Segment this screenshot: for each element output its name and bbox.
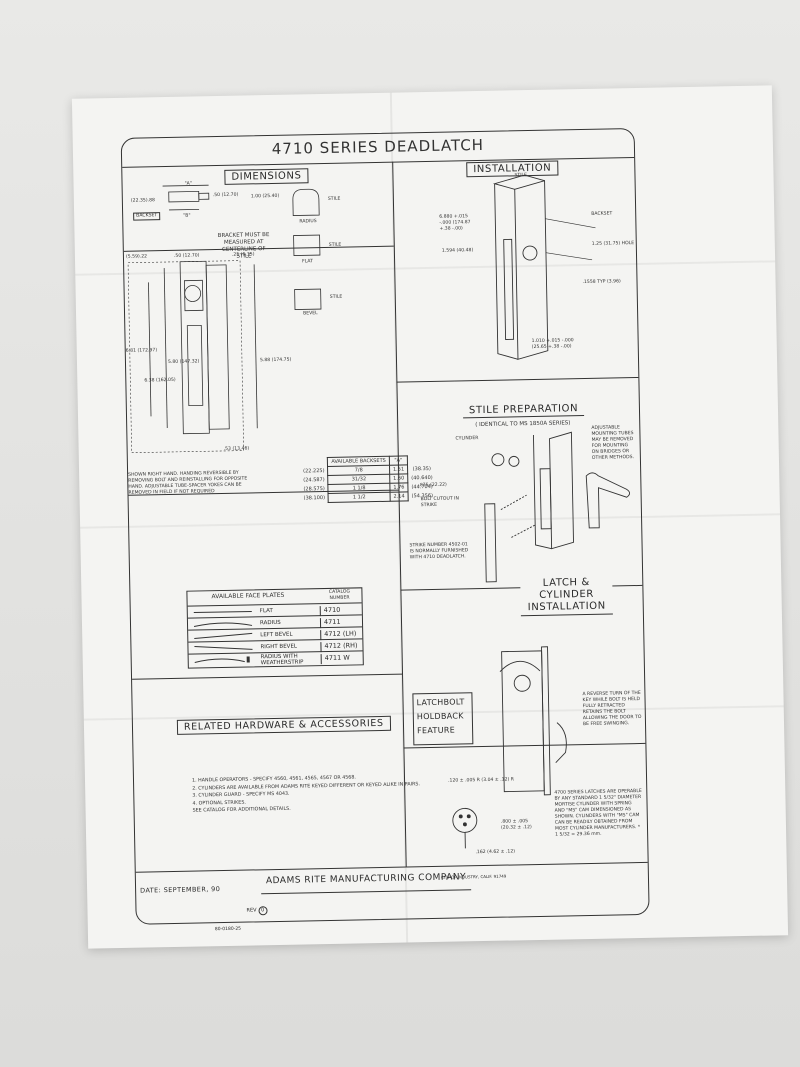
face-plates-header: AVAILABLE FACE PLATES <box>211 591 285 601</box>
catalog-header: CATALOG NUMBER <box>328 589 351 601</box>
document-date: DATE: SEPTEMBER, 90 <box>140 885 221 895</box>
installation-dim-height: 6.880 +.015 -.000 (174.87 +.38 -.00) <box>439 214 471 232</box>
backset-label: BACKSET <box>133 212 161 221</box>
section-label-latch-cylinder: LATCH & CYLINDER INSTALLATION <box>520 575 613 617</box>
adjustable-tubes-note: ADJUSTABLE MOUNTING TUBES MAY BE REMOVED… <box>591 425 635 461</box>
dim-bottom: .53 (13.46) <box>223 446 250 452</box>
faceplate-radius-shape <box>193 622 253 628</box>
divider <box>261 889 472 895</box>
dim-top-mid: .50 (12.70) <box>212 192 239 199</box>
latchbolt-drawing <box>499 646 567 796</box>
cylinder-dim-3: .162 (4.62 ± .12) <box>475 849 516 856</box>
stile-label: STILE <box>327 196 341 202</box>
dim-height-3: 6.38 (162.05) <box>144 377 176 384</box>
table-row: RADIUS 4711 <box>187 614 363 631</box>
installation-backset: BACKSET <box>591 211 613 217</box>
table-row: RIGHT BEVEL 4712 (RH) <box>188 638 363 655</box>
dim-row2-c: .25 (6.35) <box>231 252 255 258</box>
dim-row2-a: (5.59).22 <box>125 254 148 260</box>
document-sheet: 4710 SERIES DEADLATCH DIMENSIONS INSTALL… <box>71 85 789 949</box>
bevel-label: BEVEL <box>303 311 318 317</box>
cylinder-dim-1: .120 ± .005 R (3.04 ± .12) R <box>448 777 515 784</box>
stile-prep-drawing <box>484 431 631 583</box>
faceplate-right-bevel-shape <box>194 646 253 650</box>
bolt-cutout-label: BOLT CUTOUT IN STRIKE <box>420 496 460 509</box>
faceplate-flat-shape <box>193 610 252 614</box>
cylinder-note-text: 4700 SERIES LATCHES ARE OPERABLE BY ANY … <box>554 788 642 838</box>
face-plates-table: AVAILABLE FACE PLATES CATALOG NUMBER FLA… <box>186 587 364 669</box>
installation-dim-width: 1.010 +.015 -.000 (25.65 +.38 -.00) <box>531 338 574 351</box>
faceplate-left-bevel-shape <box>194 632 253 640</box>
drawing-frame: 4710 SERIES DEADLATCH DIMENSIONS INSTALL… <box>120 128 650 932</box>
latchbolt-holdback-box: LATCHBOLT HOLDBACK FEATURE <box>412 692 474 746</box>
stile-prep-dim: .875 (22.22) <box>418 482 447 489</box>
installation-dim-hole: 1.594 (40.48) <box>441 248 474 254</box>
table-row: FLAT 4710 <box>187 602 362 619</box>
installation-dim-hole-dia: 1.25 (31.75) HOLE <box>591 241 635 247</box>
strike-note: STRIKE NUMBER 4502-01 IS NORMALLY FURNIS… <box>409 542 469 561</box>
cylinder-cam-drawing <box>452 807 478 849</box>
dim-label-a: "A" <box>184 181 192 187</box>
cylinder-label: CYLINDER <box>455 436 479 442</box>
dim-top-right: 1.00 (25.40) <box>250 193 280 200</box>
stile-label: STILE <box>329 294 343 300</box>
dim-height-4: 5.88 (174.75) <box>259 357 292 364</box>
company-name: ADAMS RITE MANUFACTURING COMPANY <box>265 872 467 887</box>
section-label-stile-preparation: STILE PREPARATION <box>462 402 585 419</box>
document-number: 80-0180-25 <box>214 926 242 933</box>
dim-label-b: "B" <box>183 213 191 219</box>
dim-top-left: (22.35).88 <box>130 198 155 204</box>
stile-label: STILE <box>328 242 342 248</box>
hand-note: SHOWN RIGHT HAND. HANDING REVERSIBLE BY … <box>128 470 248 496</box>
dimensions-drawing <box>127 184 322 454</box>
flat-label: FLAT <box>302 259 314 265</box>
company-city: CITY OF INDUSTRY, CALIF. 91749 <box>440 873 507 880</box>
installation-stile: STILE <box>514 173 528 179</box>
table-row: LEFT BEVEL 4712 (LH) <box>188 626 363 643</box>
dim-height-2: 5.80 (147.32) <box>167 359 200 366</box>
dim-height-1: 6.81 (172.97) <box>125 348 158 354</box>
section-label-related-hardware: RELATED HARDWARE & ACCESSORIES <box>176 715 391 735</box>
divider <box>135 861 648 873</box>
radius-label: RADIUS <box>299 219 317 225</box>
document-title: 4710 SERIES DEADLATCH <box>271 135 485 158</box>
divider <box>132 673 403 680</box>
installation-dim-typ: .1558 TYP (3.96) <box>582 279 621 286</box>
installation-drawing <box>492 174 596 360</box>
faceplate-weatherstrip-shape <box>194 656 250 664</box>
related-hardware-list: 1. HANDLE OPERATORS - SPECIFY 4560, 4561… <box>192 773 421 815</box>
latchbolt-note: A REVERSE TURN OF THE KEY WHILE BOLT IS … <box>582 690 642 728</box>
dim-row2-b: .50 (12.70) <box>173 253 200 259</box>
revision-number: 0 <box>258 906 268 916</box>
revision-label: REV 0 <box>246 906 268 916</box>
cylinder-dim-2: .800 ± .005 (20.32 ± .12) <box>500 819 532 831</box>
table-row: RADIUS WITH WEATHERSTRIP 4711 W <box>188 650 363 669</box>
